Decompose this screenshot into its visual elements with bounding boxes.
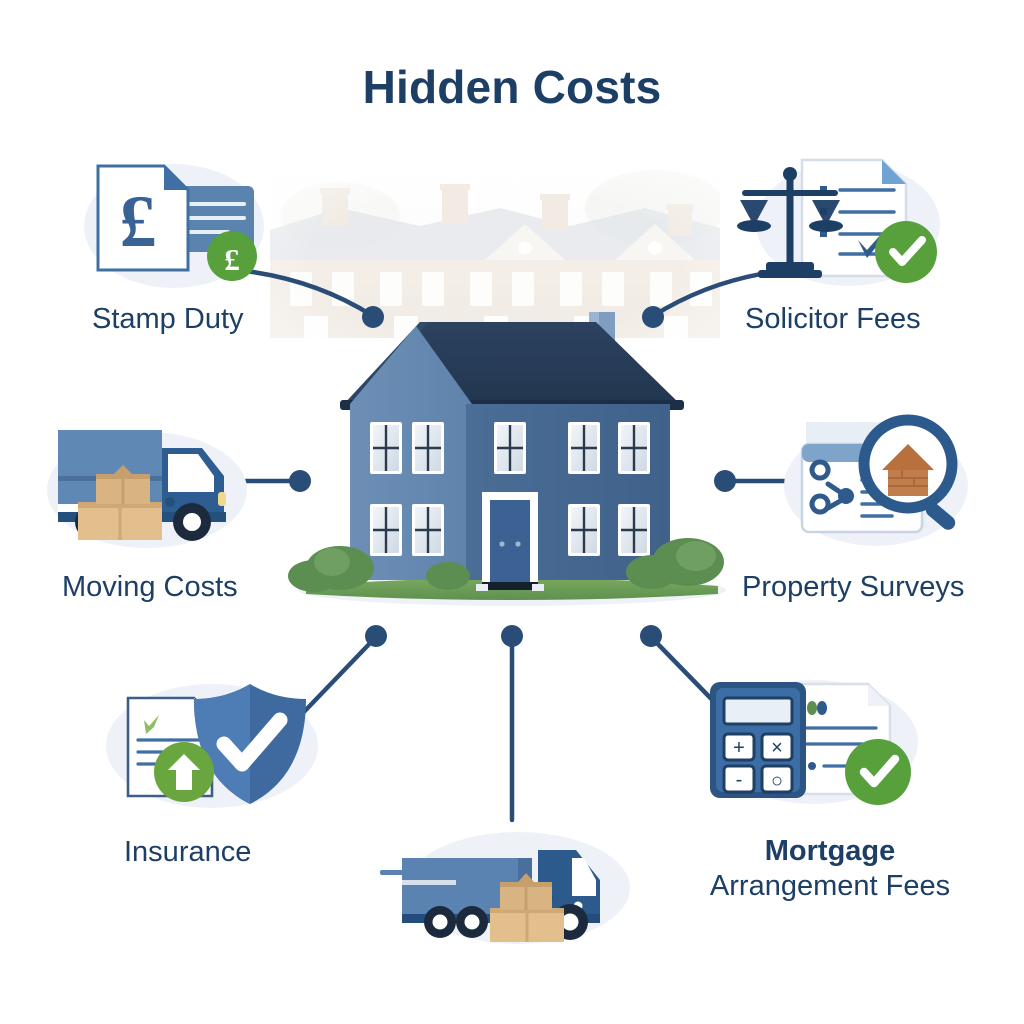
svg-text:£: £ bbox=[120, 181, 157, 263]
label-mortgage-line1: Mortgage bbox=[764, 835, 896, 867]
label-insurance: Insurance bbox=[124, 836, 252, 868]
label-mortgage-line2: Arrangement Fees bbox=[709, 870, 951, 903]
label-property-surveys: Property Surveys bbox=[742, 571, 965, 603]
label-stamp-duty: Stamp Duty bbox=[92, 303, 244, 335]
shield-check-document-icon bbox=[100, 668, 328, 818]
connector-dot-property-surveys bbox=[714, 470, 736, 492]
house-door bbox=[476, 492, 544, 591]
central-house-illustration bbox=[288, 300, 728, 610]
connector-dot-insurance bbox=[365, 625, 387, 647]
connector-dot-stamp-duty bbox=[362, 306, 384, 328]
green-pound-badge bbox=[207, 231, 257, 281]
calc-key-minus: - bbox=[736, 769, 743, 791]
connector-dot-bottom-truck bbox=[501, 625, 523, 647]
scales-of-justice-document-icon bbox=[737, 144, 948, 296]
label-solicitor-fees: Solicitor Fees bbox=[745, 303, 921, 335]
magnifier-house-document-icon bbox=[780, 408, 978, 558]
moving-truck-boxes-icon bbox=[42, 418, 260, 556]
calc-key-plus: + bbox=[733, 737, 745, 759]
calculator-document-icon: + × - ○ bbox=[700, 660, 928, 818]
calc-key-circle: ○ bbox=[771, 770, 783, 792]
calc-key-times: × bbox=[771, 737, 783, 759]
document-pound-icon: £ £ bbox=[76, 144, 272, 294]
label-moving-costs: Moving Costs bbox=[62, 571, 238, 603]
connector-dot-moving-costs bbox=[289, 470, 311, 492]
connector-insurance bbox=[297, 635, 378, 719]
svg-text:£: £ bbox=[224, 242, 240, 277]
connector-dot-mortgage bbox=[640, 625, 662, 647]
connector-dot-solicitor-fees bbox=[642, 306, 664, 328]
label-mortgage-arrangement-fees: Mortgage Arrangement Fees bbox=[680, 834, 980, 905]
page-title: Hidden Costs bbox=[362, 61, 662, 113]
delivery-truck-boxes-icon bbox=[372, 822, 658, 950]
